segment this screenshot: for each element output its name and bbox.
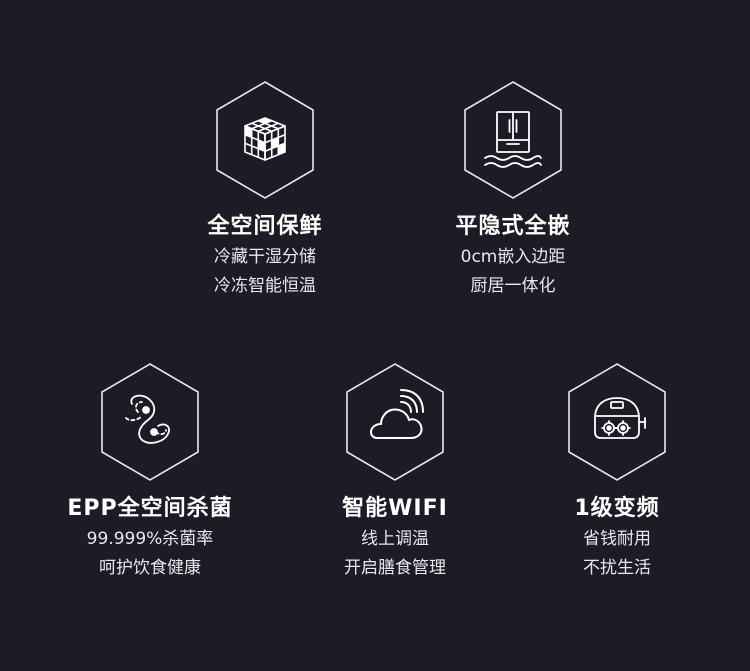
feature-smart-wifi: 智能WIFI 线上调温 开启膳食管理 bbox=[275, 362, 515, 582]
feature-desc-line1: 省钱耐用 bbox=[583, 529, 651, 549]
feature-title: EPP全空间杀菌 bbox=[67, 496, 233, 521]
rubiks-cube-icon bbox=[216, 81, 314, 199]
feature-flush-built-in: 平隐式全嵌 0cm嵌入边距 厨居一体化 bbox=[393, 80, 633, 300]
feature-desc-line1: 99.999%杀菌率 bbox=[86, 529, 214, 549]
feature-desc-line1: 线上调温 bbox=[361, 529, 429, 549]
compressor-icon bbox=[568, 363, 666, 481]
feature-desc-line1: 冷藏干湿分储 bbox=[214, 247, 316, 267]
sterilization-icon bbox=[101, 363, 199, 481]
feature-title: 智能WIFI bbox=[342, 496, 448, 521]
feature-desc-line2: 厨居一体化 bbox=[470, 276, 556, 296]
feature-title: 平隐式全嵌 bbox=[455, 214, 571, 239]
feature-full-space-fresh: 全空间保鲜 冷藏干湿分储 冷冻智能恒温 bbox=[145, 80, 385, 300]
feature-inverter: 1级变频 省钱耐用 不扰生活 bbox=[497, 362, 737, 582]
feature-desc-line2: 不扰生活 bbox=[583, 558, 651, 578]
feature-epp-sterilization: EPP全空间杀菌 99.999%杀菌率 呵护饮食健康 bbox=[30, 362, 270, 582]
feature-desc-line1: 0cm嵌入边距 bbox=[460, 247, 566, 267]
wifi-cloud-icon bbox=[346, 363, 444, 481]
feature-title: 1级变频 bbox=[574, 496, 660, 521]
feature-desc-line2: 呵护饮食健康 bbox=[99, 558, 201, 578]
feature-title: 全空间保鲜 bbox=[207, 214, 323, 239]
refrigerator-icon bbox=[464, 81, 562, 199]
feature-desc-line2: 冷冻智能恒温 bbox=[214, 276, 316, 296]
feature-desc-line2: 开启膳食管理 bbox=[344, 558, 446, 578]
